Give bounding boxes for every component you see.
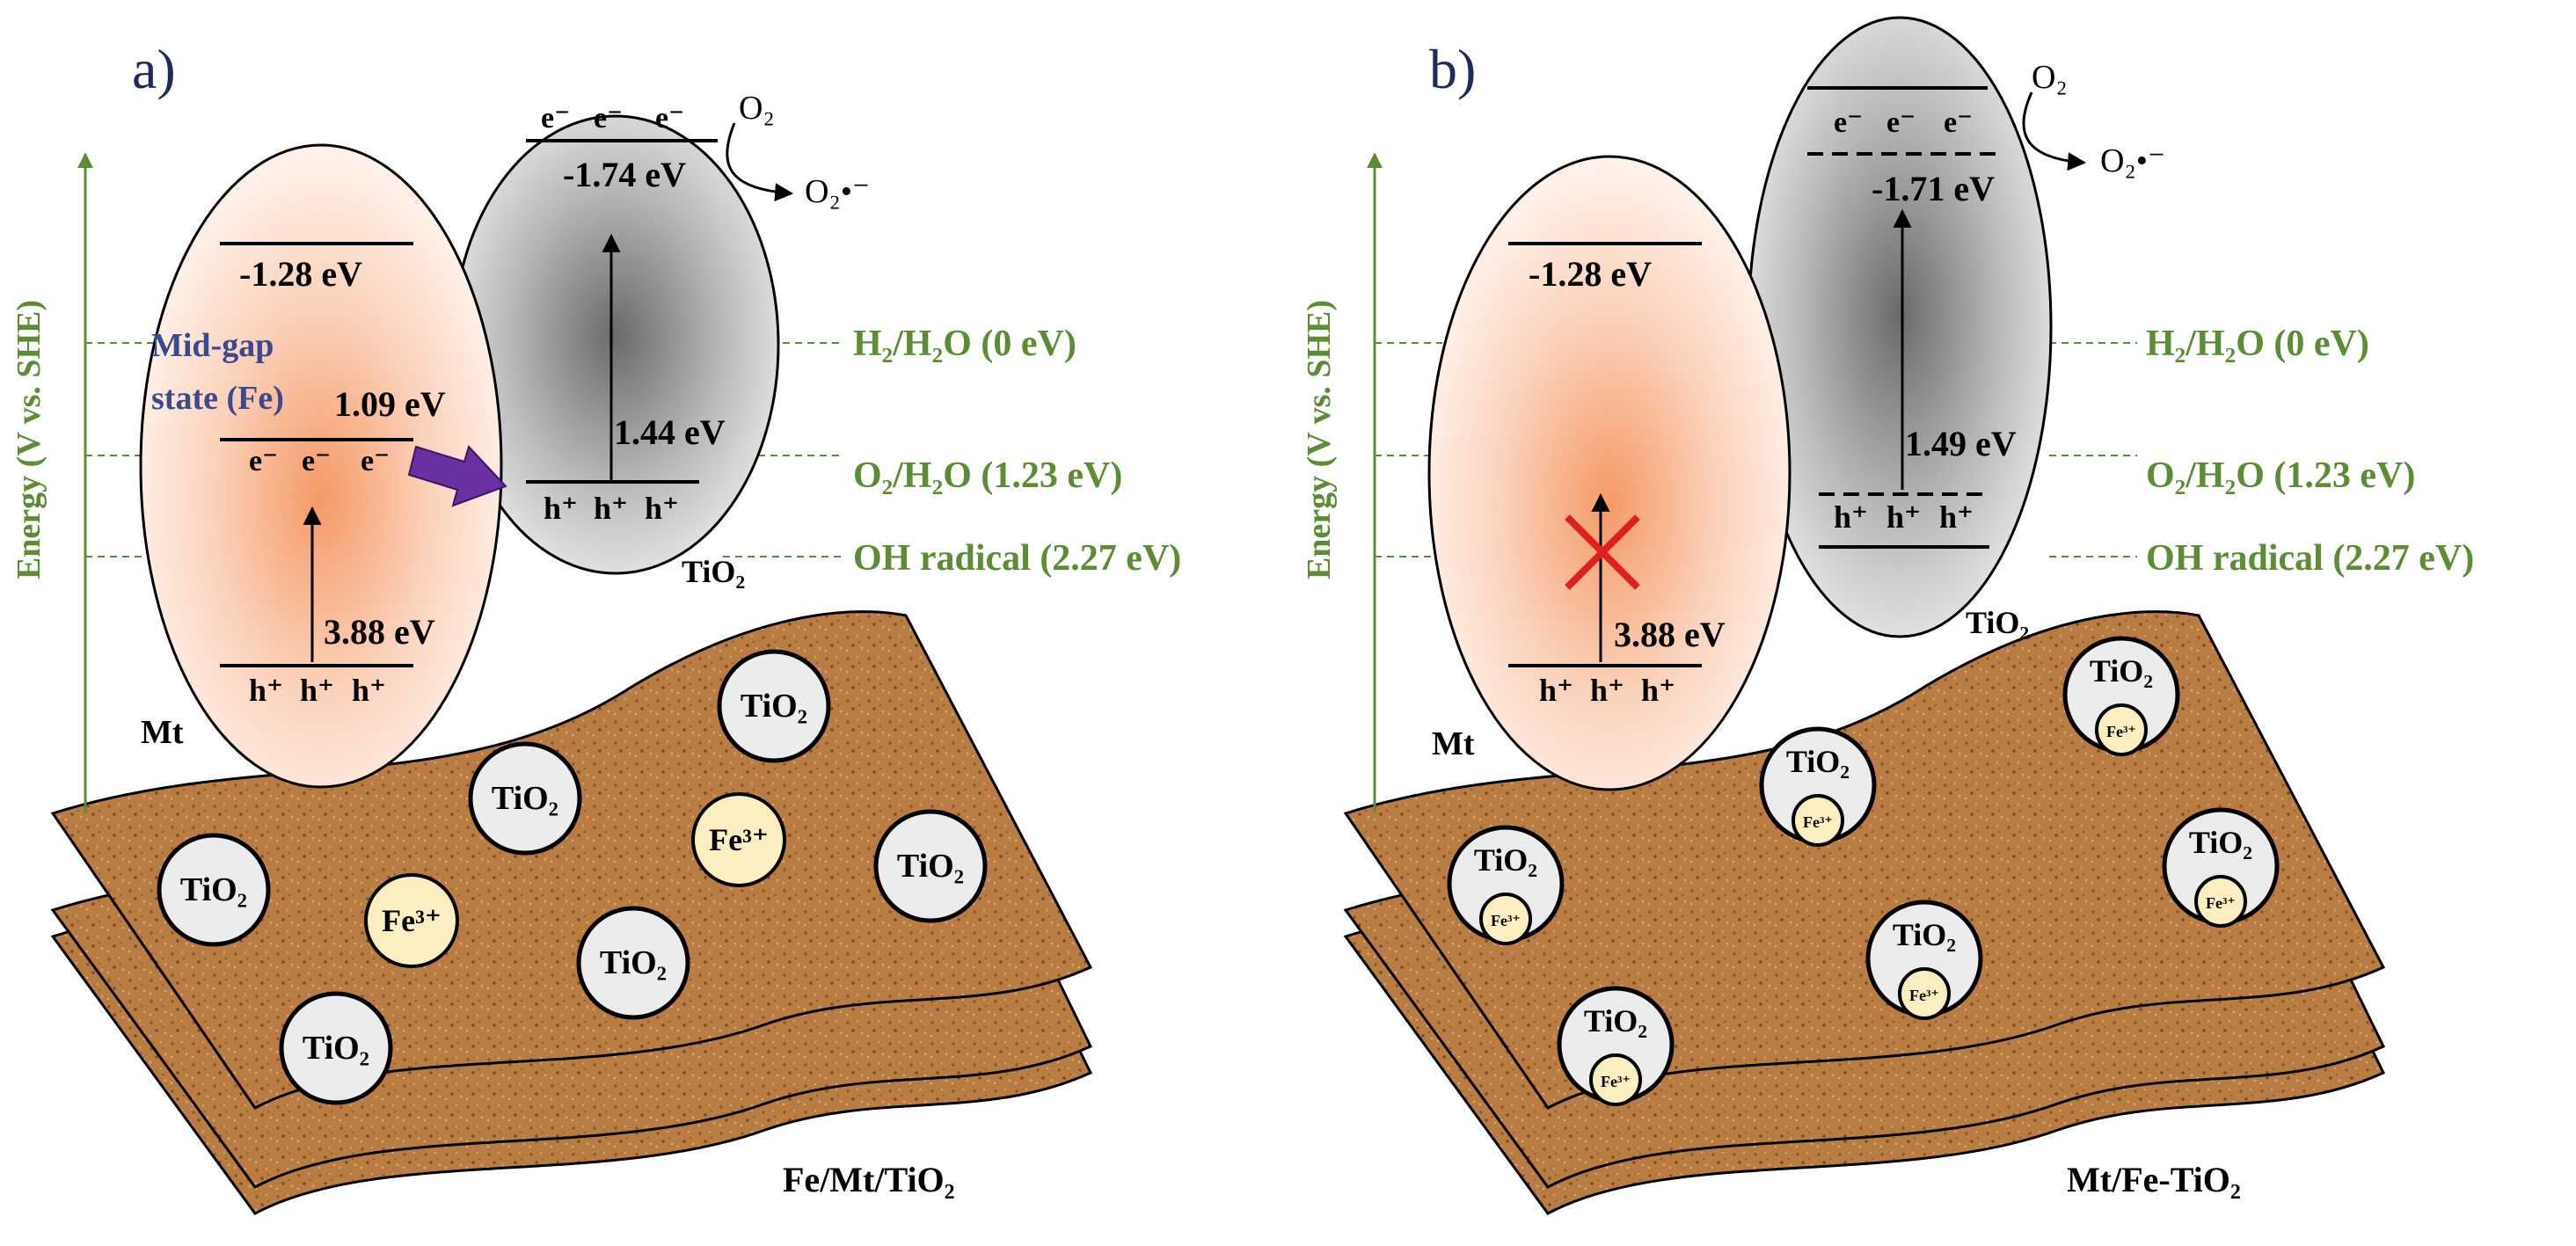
electron-label: e⁻ <box>655 102 684 135</box>
hole-label: h⁺ <box>544 491 578 526</box>
hole-label: h⁺ <box>352 673 386 708</box>
tio2-particle: TiO₂ <box>576 906 690 1020</box>
svg-text:TiO₂: TiO₂ <box>492 780 558 817</box>
tio2-cb-value: -1.71 eV <box>1872 169 1995 208</box>
tio2-particle: TiO₂ <box>157 833 271 947</box>
svg-text:TiO₂: TiO₂ <box>1474 842 1537 878</box>
oh-radical-label: OH radical (2.27 eV) <box>2146 538 2474 579</box>
svg-text:Fe³⁺: Fe³⁺ <box>2206 894 2236 912</box>
fe-doped-tio2-particle: TiO₂ Fe³⁺ <box>1865 900 1983 1020</box>
curved-arrow-icon <box>726 122 794 202</box>
svg-text:Fe³⁺: Fe³⁺ <box>709 822 769 857</box>
panel-label: a) <box>132 38 176 100</box>
hole-label: h⁺ <box>300 673 334 708</box>
electron-label: e⁻ <box>1944 106 1973 139</box>
mid-gap-value: 1.09 eV <box>334 384 446 424</box>
o2-h2o-label: O₂/H₂O (1.23 eV) <box>853 455 1122 496</box>
electron-label: e⁻ <box>302 445 331 477</box>
electron-label: e⁻ <box>1834 106 1863 139</box>
energy-axis-label: Energy (V vs. SHE) <box>11 300 47 579</box>
panel-label: b) <box>1429 38 1476 100</box>
fe3-particle: Fe³⁺ <box>691 792 786 887</box>
svg-text:Fe³⁺: Fe³⁺ <box>2106 723 2136 740</box>
mid-gap-label: state (Fe) <box>151 380 284 417</box>
fe-doped-tio2-particle: TiO₂ Fe³⁺ <box>2062 636 2180 756</box>
curved-arrow-icon <box>2022 91 2087 171</box>
hole-label: h⁺ <box>1886 499 1921 535</box>
hole-label: h⁺ <box>1939 499 1974 535</box>
tio2-particle: TiO₂ <box>468 741 582 856</box>
panel-caption: Fe/Mt/TiO₂ <box>783 1160 955 1199</box>
svg-text:TiO₂: TiO₂ <box>1893 917 1956 952</box>
tio2-particle: TiO₂ <box>279 991 393 1105</box>
panel-b: Energy (V vs. SHE) H₂/H₂O (0 eV) O₂/H₂O … <box>1301 16 2474 1215</box>
svg-text:Fe³⁺: Fe³⁺ <box>1909 987 1939 1004</box>
tio2-cb-value: -1.74 eV <box>563 155 686 194</box>
superoxide-label: O₂•⁻ <box>805 173 870 210</box>
mt-cb-value: -1.28 eV <box>1529 254 1652 294</box>
svg-text:Fe³⁺: Fe³⁺ <box>1491 912 1521 929</box>
svg-text:TiO₂: TiO₂ <box>2189 825 2252 860</box>
mt-cb-value: -1.28 eV <box>239 254 362 294</box>
red-x-icon <box>1565 514 1640 590</box>
thick-right-arrow-icon <box>407 445 507 507</box>
panel-a: Energy (V vs. SHE) H₂/H₂O (0 eV) O₂/H₂O … <box>11 38 1181 1215</box>
tio2-particle: TiO₂ <box>717 649 831 763</box>
oh-radical-label: OH radical (2.27 eV) <box>853 538 1181 579</box>
fe-doped-tio2-particle: TiO₂ Fe³⁺ <box>1759 726 1877 847</box>
electron-label: e⁻ <box>1886 106 1916 139</box>
fe-doped-tio2-particle: TiO₂ Fe³⁺ <box>2162 807 2280 928</box>
svg-text:Fe³⁺: Fe³⁺ <box>1601 1073 1631 1090</box>
svg-text:Fe³⁺: Fe³⁺ <box>382 903 441 938</box>
electron-label: e⁻ <box>594 102 623 135</box>
svg-text:TiO₂: TiO₂ <box>1786 744 1850 779</box>
mid-gap-label: Mid-gap <box>151 327 274 364</box>
tio2-gap-value: 1.49 eV <box>1905 424 2017 463</box>
mt-label: Mt <box>141 714 184 751</box>
fe-doped-tio2-particle: TiO₂ Fe³⁺ <box>1447 825 1565 945</box>
hole-label: h⁺ <box>1641 673 1675 708</box>
mt-band-ellipse <box>139 143 503 789</box>
hole-label: h⁺ <box>645 491 679 526</box>
hole-label: h⁺ <box>1590 673 1624 708</box>
fe3-particle: Fe³⁺ <box>364 873 459 968</box>
h2-h2o-label: H₂/H₂O (0 eV) <box>2146 324 2369 364</box>
o2-h2o-label: O₂/H₂O (1.23 eV) <box>2146 455 2415 496</box>
tio2-label: TiO₂ <box>682 554 745 589</box>
svg-text:TiO₂: TiO₂ <box>1584 1003 1647 1038</box>
svg-text:TiO₂: TiO₂ <box>897 848 964 885</box>
svg-text:TiO₂: TiO₂ <box>303 1030 369 1067</box>
hole-label: h⁺ <box>249 673 283 708</box>
hole-label: h⁺ <box>1539 673 1573 708</box>
svg-text:TiO₂: TiO₂ <box>180 871 247 908</box>
h2-h2o-label: H₂/H₂O (0 eV) <box>853 324 1076 364</box>
hole-label: h⁺ <box>1834 499 1868 535</box>
electron-label: e⁻ <box>249 445 278 477</box>
electron-label: e⁻ <box>541 102 570 135</box>
o2-label: O₂ <box>739 90 775 127</box>
mt-label: Mt <box>1432 725 1475 762</box>
fe-doped-tio2-particle: TiO₂ Fe³⁺ <box>1557 986 1675 1106</box>
energy-axis-label: Energy (V vs. SHE) <box>1301 300 1338 579</box>
mt-gap-value: 3.88 eV <box>324 612 435 652</box>
tio2-label: TiO₂ <box>1966 605 2029 640</box>
electron-label: e⁻ <box>361 445 390 477</box>
svg-text:TiO₂: TiO₂ <box>2090 653 2153 689</box>
tio2-particle: TiO₂ <box>873 809 988 923</box>
svg-text:TiO₂: TiO₂ <box>600 944 667 981</box>
panel-caption: Mt/Fe-TiO₂ <box>2067 1160 2241 1199</box>
svg-text:Fe³⁺: Fe³⁺ <box>1803 813 1833 831</box>
hole-label: h⁺ <box>594 491 628 526</box>
superoxide-label: O₂•⁻ <box>2100 142 2165 179</box>
tio2-gap-value: 1.44 eV <box>614 412 726 452</box>
mt-gap-value: 3.88 eV <box>1614 615 1726 654</box>
o2-label: O₂ <box>2032 59 2068 96</box>
mt-band-ellipse <box>1427 155 1792 791</box>
svg-text:TiO₂: TiO₂ <box>741 688 807 725</box>
